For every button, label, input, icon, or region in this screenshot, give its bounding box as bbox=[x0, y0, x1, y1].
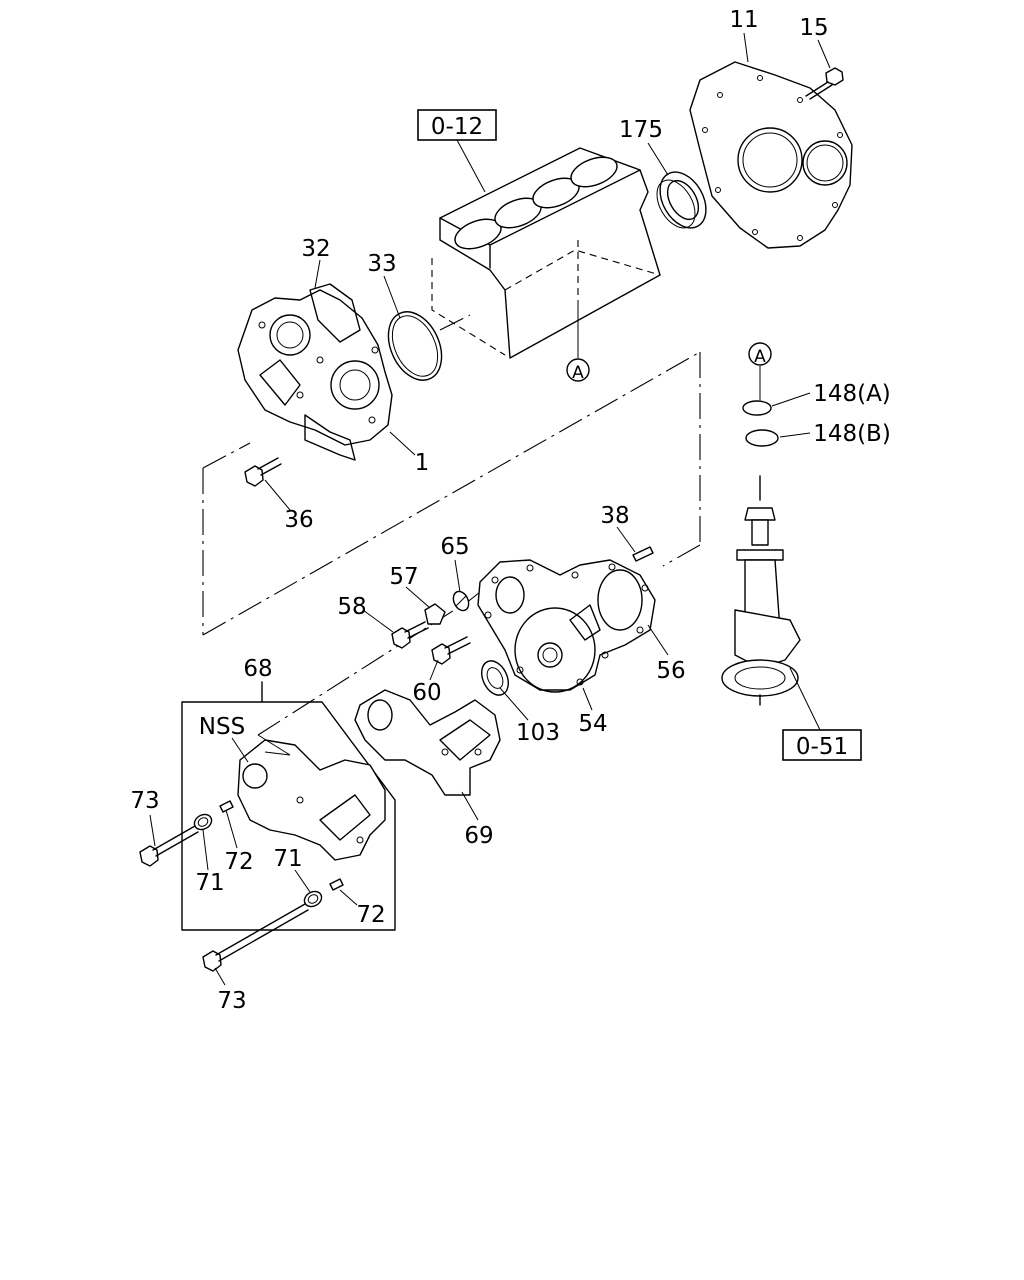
cylinder-block bbox=[431, 147, 661, 359]
label-72-lower[interactable]: 72 bbox=[356, 902, 385, 928]
part-71-lower bbox=[303, 890, 323, 908]
part-71-upper bbox=[193, 813, 213, 831]
part-72-lower bbox=[329, 878, 344, 891]
label-56[interactable]: 56 bbox=[656, 658, 685, 684]
assembly-guide-lines bbox=[202, 314, 701, 736]
bolt-36 bbox=[244, 457, 282, 487]
oil-pump bbox=[721, 400, 801, 706]
label-58[interactable]: 58 bbox=[337, 594, 366, 620]
o-ring-33 bbox=[387, 311, 443, 381]
ref-circle-a-block: A bbox=[566, 358, 590, 383]
svg-text:A: A bbox=[572, 363, 584, 383]
svg-text:0-12: 0-12 bbox=[431, 114, 483, 140]
ref-box-0-51[interactable]: 0-51 bbox=[782, 729, 862, 761]
label-1[interactable]: 1 bbox=[415, 450, 430, 476]
part-57-cap bbox=[424, 603, 446, 625]
cover-assembly-box-68 bbox=[181, 681, 396, 931]
label-148a[interactable]: 148(A) bbox=[813, 381, 891, 407]
leader-lines bbox=[149, 32, 831, 986]
label-54[interactable]: 54 bbox=[578, 711, 607, 737]
bolt-15 bbox=[805, 67, 844, 100]
label-73-upper[interactable]: 73 bbox=[130, 788, 159, 814]
label-148b[interactable]: 148(B) bbox=[813, 421, 891, 447]
oil-seal-175 bbox=[656, 171, 707, 229]
pin-38 bbox=[632, 546, 654, 562]
label-33[interactable]: 33 bbox=[367, 251, 396, 277]
label-38[interactable]: 38 bbox=[600, 503, 629, 529]
svg-text:0-51: 0-51 bbox=[796, 734, 848, 760]
label-73-lower[interactable]: 73 bbox=[217, 988, 246, 1014]
part-72-upper bbox=[219, 800, 234, 813]
ref-box-0-12[interactable]: 0-12 bbox=[417, 109, 497, 141]
label-65[interactable]: 65 bbox=[440, 534, 469, 560]
label-71-upper[interactable]: 71 bbox=[195, 870, 224, 896]
part-65-washer bbox=[452, 590, 470, 612]
label-57[interactable]: 57 bbox=[389, 564, 418, 590]
label-72-upper[interactable]: 72 bbox=[224, 849, 253, 875]
label-60[interactable]: 60 bbox=[412, 680, 441, 706]
label-175[interactable]: 175 bbox=[619, 117, 663, 143]
ref-circle-a-pump: A bbox=[748, 342, 772, 367]
label-nss[interactable]: NSS bbox=[199, 714, 245, 740]
label-11[interactable]: 11 bbox=[729, 7, 758, 33]
label-68[interactable]: 68 bbox=[243, 656, 272, 682]
gasket-69 bbox=[354, 689, 501, 796]
bolt-73-lower bbox=[202, 903, 309, 972]
flywheel-housing-plate bbox=[689, 61, 853, 249]
label-32[interactable]: 32 bbox=[301, 236, 330, 262]
label-36[interactable]: 36 bbox=[284, 507, 313, 533]
label-71-lower[interactable]: 71 bbox=[273, 846, 302, 872]
svg-text:A: A bbox=[754, 347, 766, 367]
oil-seal-103 bbox=[481, 660, 509, 696]
label-15[interactable]: 15 bbox=[799, 15, 828, 41]
front-gear-housing bbox=[477, 559, 656, 693]
part-labels: 11 15 175 32 33 148(A) 148(B) 1 36 38 65… bbox=[130, 7, 890, 1014]
label-69[interactable]: 69 bbox=[464, 823, 493, 849]
label-103[interactable]: 103 bbox=[516, 720, 560, 746]
timing-gear-case bbox=[237, 283, 393, 461]
bolt-60 bbox=[431, 636, 471, 665]
bolt-58 bbox=[391, 621, 429, 649]
bolt-73-upper bbox=[139, 825, 199, 867]
